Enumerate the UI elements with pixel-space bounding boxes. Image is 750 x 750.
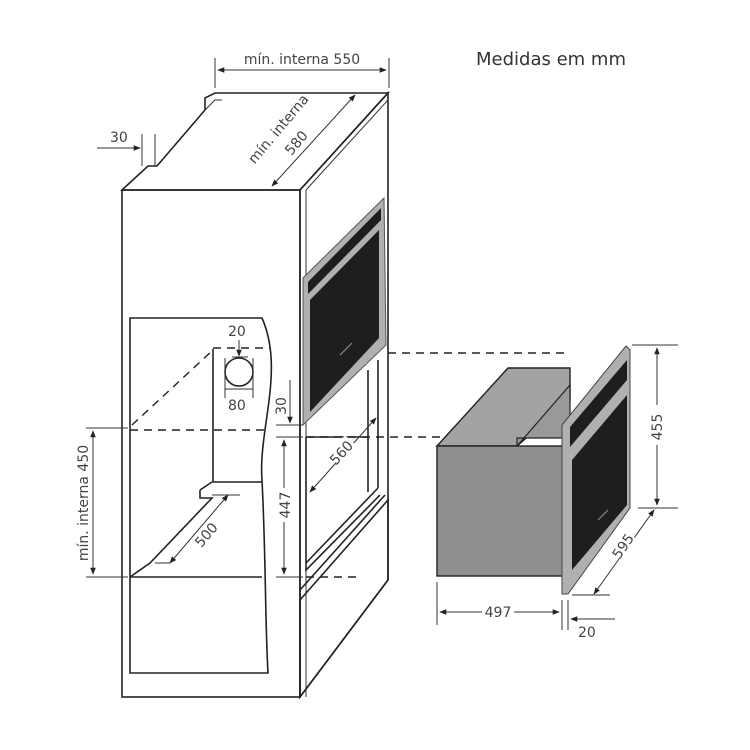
oven-height-label: 455 [650, 414, 666, 441]
cabinet: 20 80 500 [119, 90, 390, 700]
cabinet-top [119, 92, 390, 191]
oven-front-panel [570, 360, 627, 447]
oven-front-glass [572, 395, 627, 570]
oven-door-glass [310, 230, 379, 412]
vent-diameter-label: 80 [228, 398, 246, 414]
width-label: mín. interna 550 [244, 52, 360, 68]
oven-front-thickness-label: 20 [578, 625, 596, 641]
opening-height-label: 447 [278, 492, 294, 519]
depth-label-line1: mín. interna [245, 92, 312, 168]
oven-body-side [436, 445, 571, 577]
height-label: mín. interna 450 [76, 445, 92, 561]
oven-width-label: 595 [610, 531, 638, 562]
oven-installed [302, 196, 387, 427]
oven-standalone: 455 595 497 20 [435, 344, 678, 641]
vent-hole [224, 357, 254, 387]
vent-offset-label: 20 [228, 324, 246, 340]
shelf-depth-label: 500 [192, 520, 221, 551]
oven-control-panel [308, 208, 381, 294]
rear-gap-label: 30 [110, 130, 128, 146]
oven-gap-label: 30 [274, 397, 290, 415]
oven-depth-label: 497 [485, 605, 512, 621]
units-title: Medidas em mm [476, 49, 626, 70]
cabinet-front [121, 189, 301, 698]
cabinet-cutaway [129, 317, 273, 674]
